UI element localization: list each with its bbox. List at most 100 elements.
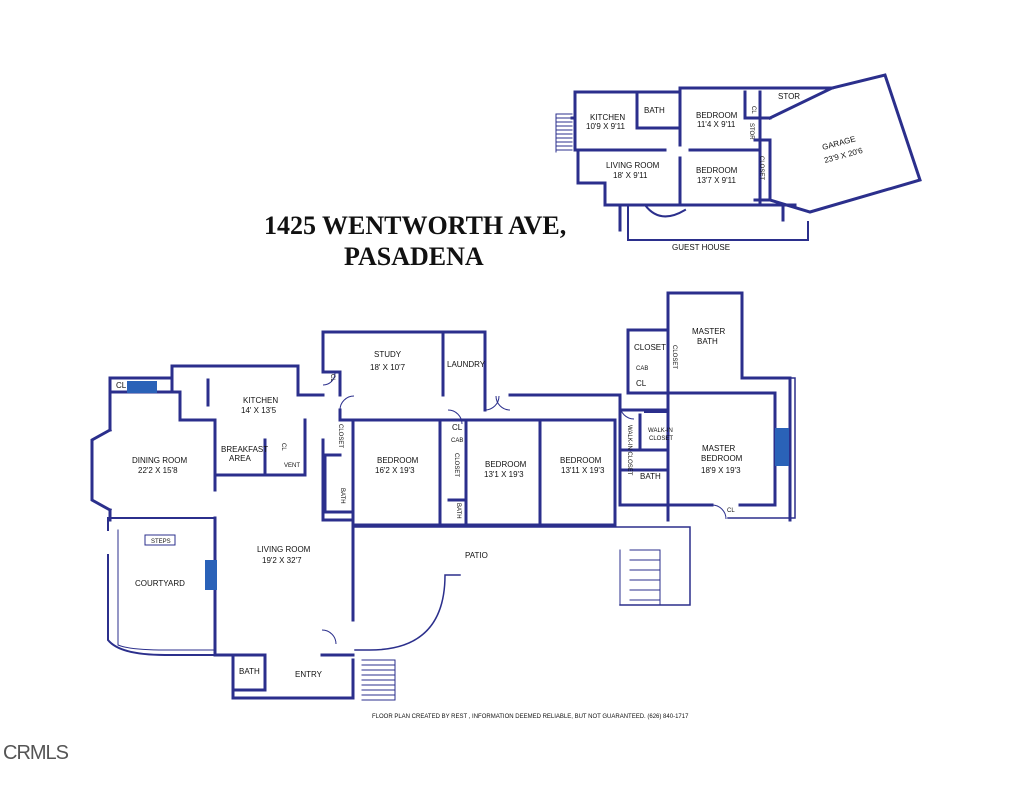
kitchen-label: KITCHEN <box>243 396 278 405</box>
guest-house-porch <box>627 204 809 241</box>
bedroom-2-label: BEDROOM <box>485 460 527 469</box>
courtyard-inner-wall <box>117 529 216 651</box>
gh-kitchen-size: 10'9 X 9'11 <box>586 122 625 131</box>
door-swing-icon <box>321 629 337 645</box>
mls-watermark: CRMLS <box>3 742 69 764</box>
master-closet-wall <box>618 408 670 507</box>
gh-storage-label: STOR <box>778 92 800 101</box>
kitchen-size: 14' X 13'5 <box>241 406 277 415</box>
study-label: STUDY <box>374 350 402 359</box>
door-swing-icon <box>339 395 355 411</box>
laundry-label: LAUNDRY <box>447 360 486 369</box>
patio-outline <box>354 526 691 651</box>
breakfast-label: BREAKFAST <box>221 445 268 454</box>
bedroom-2-size: 13'1 X 19'3 <box>484 470 524 479</box>
bedroom-hall-wall <box>338 408 617 527</box>
walk-in-closet-label: CLOSET <box>649 436 673 442</box>
dining-room-wall <box>90 376 217 522</box>
vent-label: VENT <box>284 463 300 469</box>
master-closet-label: CLOSET <box>634 343 666 352</box>
gh-bedroom-2-label: BEDROOM <box>696 166 738 175</box>
living-room-size: 19'2 X 32'7 <box>262 556 302 565</box>
guest-house-stairs <box>555 113 573 153</box>
master-bedroom-closet-label: CL <box>727 508 735 514</box>
bedroom-1-size: 16'2 X 19'3 <box>375 466 415 475</box>
door-swing-icon <box>447 409 463 425</box>
living-room-label: LIVING ROOM <box>257 545 311 554</box>
gh-bedroom-2-size: 13'7 X 9'11 <box>697 176 736 185</box>
walk-in-label: WALK-IN <box>648 428 673 434</box>
bedroom-3-size: 13'11 X 19'3 <box>561 466 605 475</box>
dining-room-label: DINING ROOM <box>132 456 187 465</box>
master-cab-label: CAB <box>636 366 648 372</box>
bedroom-2-closet-label: CL <box>452 423 463 432</box>
breakfast-wall <box>213 418 307 492</box>
guest-house-bay <box>643 203 687 218</box>
master-bedroom-label-2: BEDROOM <box>701 454 743 463</box>
master-bedroom-size: 18'9 X 19'3 <box>701 466 741 475</box>
gh-kitchen-label: KITCHEN <box>590 113 625 122</box>
bath-small-wall <box>231 653 267 692</box>
patio-steps <box>619 549 661 606</box>
gh-living-room-size: 18' X 9'11 <box>613 171 648 180</box>
patio-label: PATIO <box>465 551 488 560</box>
study-wall <box>321 330 487 397</box>
courtyard-wall <box>107 517 216 656</box>
entry-steps <box>361 659 396 701</box>
study-closet-label: CL <box>329 374 335 382</box>
gh-living-room-label: LIVING ROOM <box>606 161 660 170</box>
bedroom-1-label: BEDROOM <box>377 456 419 465</box>
gh-closet-2-label: CLOSET <box>758 156 764 180</box>
bedroom-2-closet-2-label: CLOSET <box>453 453 459 477</box>
dining-closet-label: CL <box>116 381 127 390</box>
breakfast-closet-label: CL <box>280 443 286 451</box>
floor-plan-credit: FLOOR PLAN CREATED BY REST , INFORMATION… <box>372 714 689 720</box>
master-wing-bath-label: BATH <box>640 472 661 481</box>
study-size: 18' X 10'7 <box>370 363 406 372</box>
door-swing-icon <box>711 504 727 520</box>
master-bath-closet-label: CLOSET <box>671 345 677 369</box>
steps-label: STEPS <box>151 539 171 545</box>
master-bedroom-porch <box>727 377 796 519</box>
master-cl-label: CL <box>636 379 647 388</box>
garage-wall <box>767 73 922 214</box>
master-bedroom-label-1: MASTER <box>702 444 736 453</box>
master-bath-label-2: BATH <box>697 337 718 346</box>
address-line-2: PASADENA <box>344 242 484 271</box>
bedroom-1-closet-label: CLOSET <box>337 424 343 448</box>
walk-in-closet-vertical-label: WALK-IN CLOSET <box>626 425 632 476</box>
gh-storage-2-label: STOR <box>748 123 754 140</box>
door-swing-icon <box>495 395 511 411</box>
bedroom-bath-wall <box>323 453 468 514</box>
courtyard-label: COURTYARD <box>135 579 185 588</box>
door-swing-icon <box>484 395 500 411</box>
master-fireplace-icon <box>775 428 789 466</box>
living-fireplace-icon <box>205 560 217 590</box>
entry-label: ENTRY <box>295 670 323 679</box>
dining-room-size: 22'2 X 15'8 <box>138 466 178 475</box>
gh-bath-label: BATH <box>644 106 665 115</box>
breakfast-area-label: AREA <box>229 454 251 463</box>
bedroom-2-bath-label: BATH <box>455 503 461 519</box>
gh-closet-label: CL <box>750 106 756 114</box>
address-line-1: 1425 WENTWORTH AVE, <box>264 211 567 240</box>
door-swing-icon <box>322 372 336 386</box>
bedroom-2-cab-label: CAB <box>451 438 463 444</box>
guest-house-caption: GUEST HOUSE <box>672 243 730 252</box>
entry-bath-label: BATH <box>239 667 260 676</box>
courtyard-steps <box>144 534 176 546</box>
master-bath-label: MASTER <box>692 327 726 336</box>
bedroom-1-bath-label: BATH <box>339 488 345 504</box>
guest-house-closet-wall <box>753 138 772 202</box>
gh-bedroom-1-size: 11'4 X 9'11 <box>697 120 736 129</box>
bedroom-3-label: BEDROOM <box>560 456 602 465</box>
dining-fireplace-icon <box>127 381 157 393</box>
guest-house-outer-wall <box>570 86 834 232</box>
living-room-wall <box>213 438 355 700</box>
guest-house-kitchen-wall <box>573 90 772 207</box>
walk-in-wall <box>644 411 669 451</box>
gh-bedroom-1-label: BEDROOM <box>696 111 738 120</box>
door-swing-icon <box>619 404 635 420</box>
